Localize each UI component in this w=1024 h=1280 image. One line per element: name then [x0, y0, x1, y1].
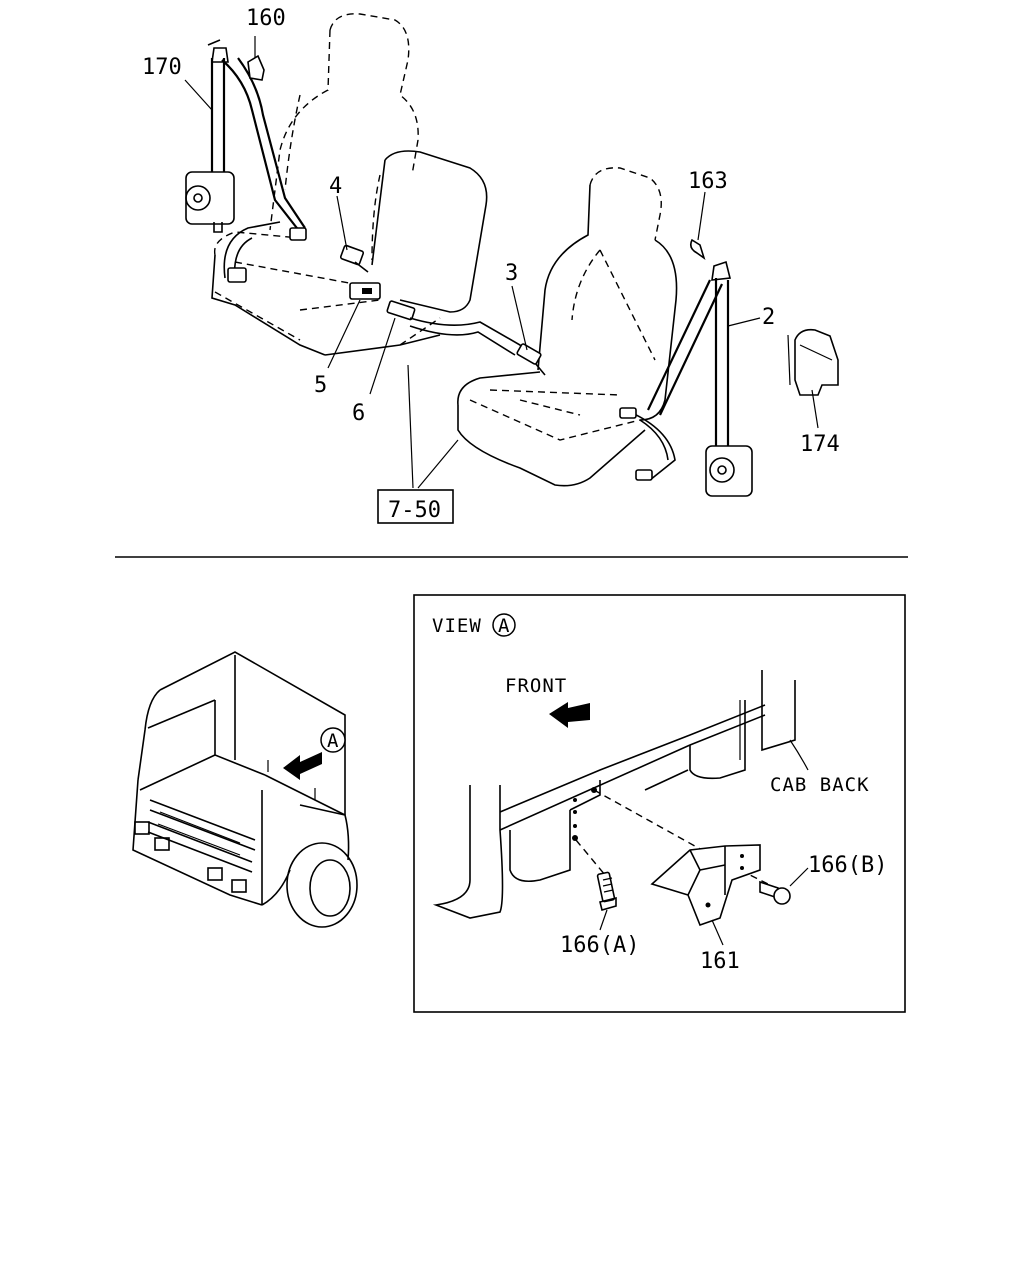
callout-161: 161	[700, 949, 740, 974]
front-arrow-icon	[549, 702, 590, 728]
truck-view-marker: A	[327, 730, 339, 752]
cab-back-label: CAB BACK	[770, 774, 870, 796]
callout-166a: 166(A)	[560, 933, 639, 958]
callout-166b: 166(B)	[808, 853, 887, 878]
left-seat	[211, 13, 488, 356]
truck-cab: A	[132, 651, 358, 928]
callout-2: 2	[762, 305, 775, 330]
direction-arrow-icon	[283, 752, 322, 780]
bolt-166b	[759, 880, 791, 905]
cover-160	[247, 54, 265, 81]
view-title: VIEW	[432, 615, 482, 637]
callout-160: 160	[246, 6, 286, 31]
callout-163: 163	[688, 169, 728, 194]
bracket-161	[650, 844, 761, 927]
seats-assembly: 160 170 4 163 3 2 5 6 174 7-50	[142, 6, 840, 524]
view-marker: A	[498, 615, 510, 637]
reference-label: 7-50	[388, 498, 441, 523]
front-label: FRONT	[505, 675, 567, 697]
callout-174: 174	[800, 432, 840, 457]
right-seat	[457, 167, 678, 487]
buckles	[339, 244, 546, 376]
view-a-panel: VIEW A FRONT CAB BACK	[413, 594, 906, 1013]
callout-170: 170	[142, 55, 182, 80]
bolt-166a	[596, 871, 617, 911]
callout-4: 4	[329, 174, 342, 199]
cover-174	[787, 328, 839, 396]
left-seat-belt	[185, 39, 307, 283]
callout-3: 3	[505, 261, 518, 286]
callout-6: 6	[352, 401, 365, 426]
reference-box	[377, 489, 454, 524]
leader-lines	[184, 36, 819, 489]
right-seat-belt	[619, 238, 753, 497]
callout-5: 5	[314, 373, 327, 398]
